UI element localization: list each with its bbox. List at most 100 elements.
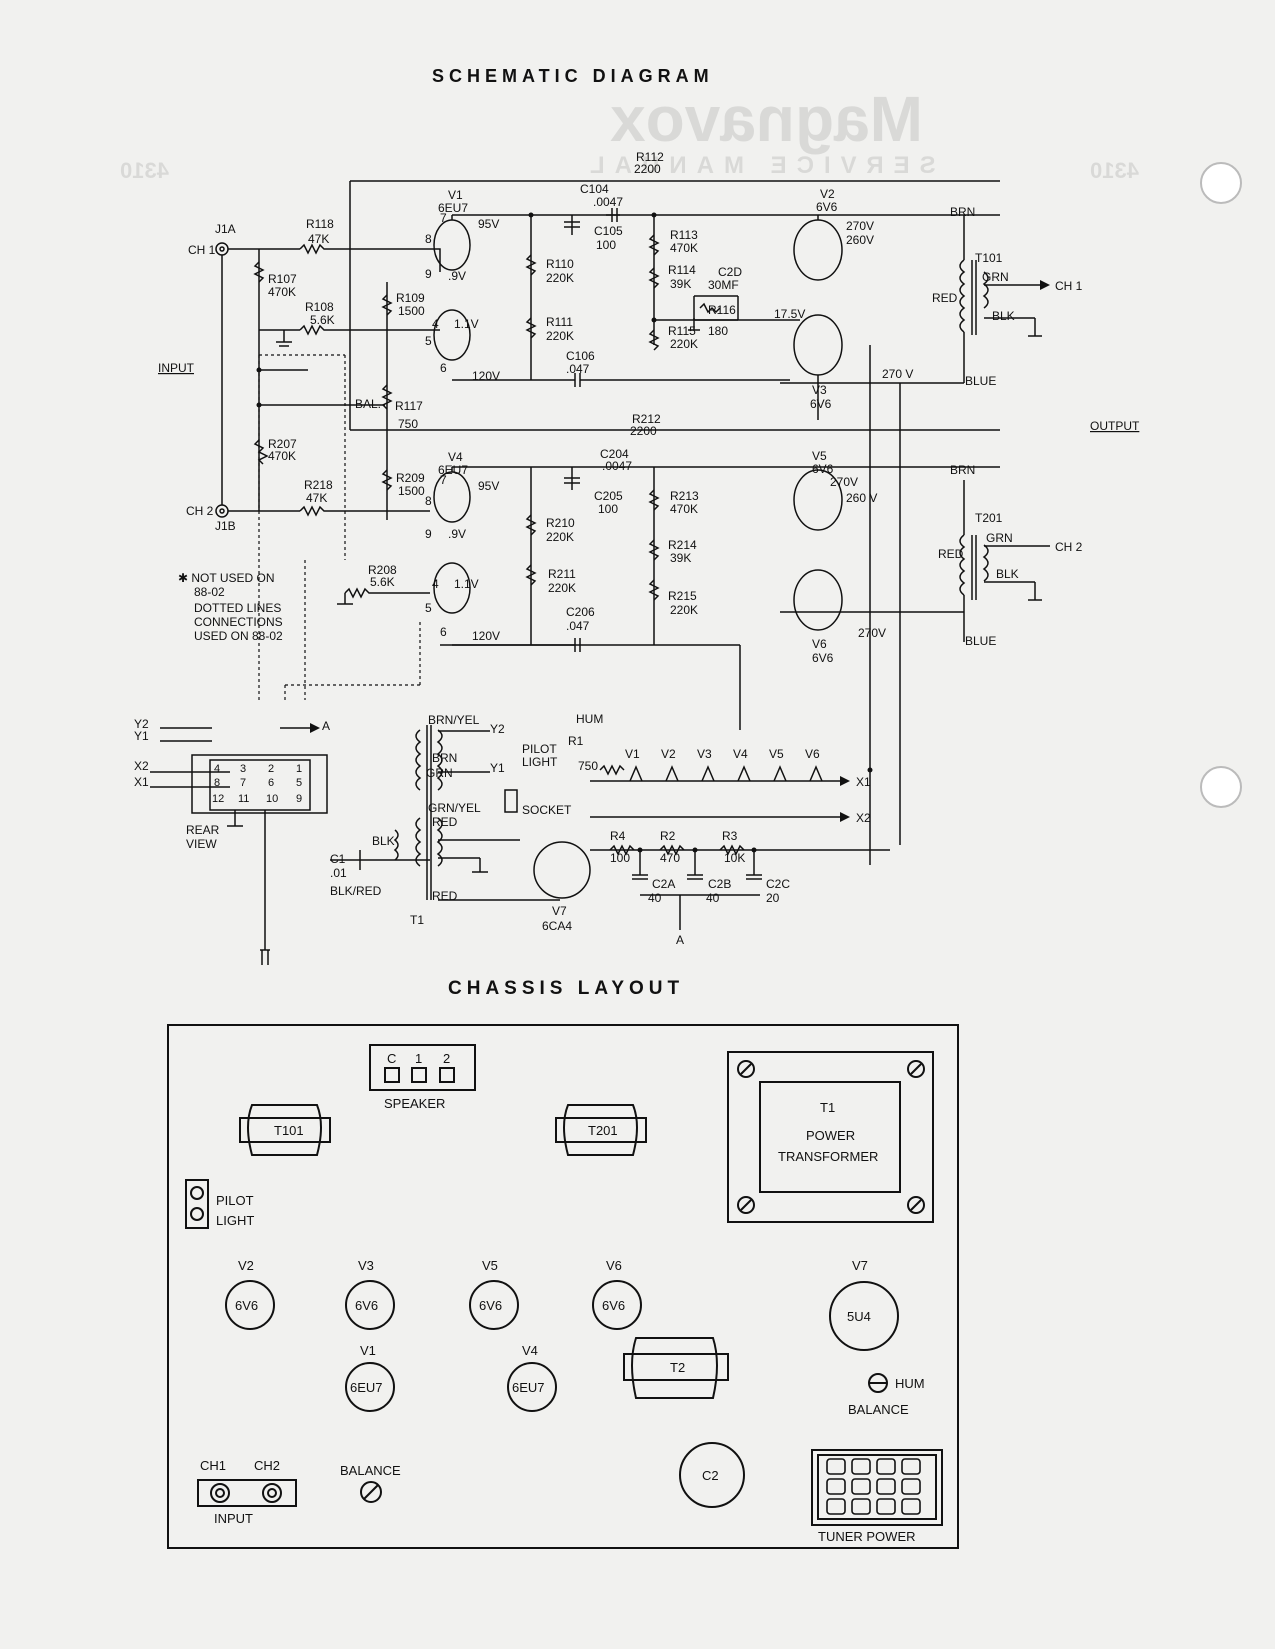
- tube-v7-label: V7: [852, 1258, 868, 1273]
- t101-blue: BLUE: [965, 374, 996, 388]
- tube-v4-type: 6EU7: [512, 1380, 545, 1395]
- tuner-power-label: TUNER POWER: [818, 1529, 916, 1544]
- socket-pin-8: 8: [214, 777, 220, 789]
- c2b-val: 40: [706, 891, 720, 905]
- tube-v6-label: V6: [606, 1258, 622, 1273]
- r207-ref: R207: [268, 437, 297, 451]
- r215-val: 220K: [670, 603, 698, 617]
- r218-val: 47K: [306, 491, 327, 505]
- t201-label: T201: [975, 511, 1003, 525]
- r117-bal: BAL.: [355, 397, 381, 411]
- r107-ref: R107: [268, 272, 297, 286]
- c205-val: 100: [598, 502, 618, 516]
- note-model1: 88-02: [194, 585, 225, 599]
- v2-label: V2: [820, 187, 835, 201]
- schematic-diagram: INPUT OUTPUT J1A CH 1 CH 2 J1B R118 47K …: [134, 150, 1140, 965]
- v5-label: V5: [812, 449, 827, 463]
- t201-ch2: CH 2: [1055, 540, 1083, 554]
- t1-red1: RED: [432, 815, 458, 829]
- pilot-label-1: PILOT: [522, 742, 557, 756]
- heater-x1: X1: [856, 775, 871, 789]
- r210-val: 220K: [546, 530, 574, 544]
- note-star: ✱ NOT USED ON: [178, 571, 275, 585]
- r209-val: 1500: [398, 484, 425, 498]
- r114-ref: R114: [668, 263, 696, 277]
- v6-type: 6V6: [812, 651, 834, 665]
- volt-11a: 1.1V: [454, 317, 479, 331]
- v4-type: 6EU7: [438, 463, 468, 477]
- t201-blk: BLK: [996, 567, 1019, 581]
- pin-8a: 8: [425, 232, 432, 246]
- socket-x2: X2: [134, 759, 149, 773]
- r213-ref: R213: [670, 489, 699, 503]
- v5-type: 6V6: [812, 462, 834, 476]
- chassis-title: CHASSIS LAYOUT: [448, 978, 685, 999]
- r215-ref: R215: [668, 589, 697, 603]
- pin-6b: 6: [440, 625, 447, 639]
- c1-ref: C1: [330, 852, 346, 866]
- r118-val: 47K: [308, 232, 329, 246]
- r214-ref: R214: [668, 538, 697, 552]
- c106-val: .047: [566, 362, 590, 376]
- heater-v4: V4: [733, 747, 748, 761]
- pin-7b: 7: [440, 473, 447, 487]
- socket-pin-3: 3: [240, 763, 246, 775]
- tube-v3-label: V3: [358, 1258, 374, 1273]
- note-dotted2: CONNECTIONS: [194, 615, 283, 629]
- v4-label: V4: [448, 450, 463, 464]
- r111-ref: R111: [546, 315, 573, 329]
- volt-270d: 270V: [858, 626, 886, 640]
- socket-pin-4: 4: [214, 763, 220, 775]
- c206-ref: C206: [566, 605, 595, 619]
- r4-ref: R4: [610, 829, 626, 843]
- r109-ref: R109: [396, 291, 425, 305]
- r208-val: 5.6K: [370, 575, 395, 589]
- t101-label: T101: [975, 251, 1003, 265]
- note-dotted1: DOTTED LINES: [194, 601, 281, 615]
- r1-val: 750: [578, 759, 598, 773]
- tube-v5-label: V5: [482, 1258, 498, 1273]
- pin-7a: 7: [440, 211, 447, 225]
- c2c-val: 20: [766, 891, 780, 905]
- hum-chassis-label: HUM: [895, 1376, 925, 1391]
- c2d-ref: C2D: [718, 265, 742, 279]
- c105-ref: C105: [594, 224, 623, 238]
- r218-ref: R218: [304, 478, 333, 492]
- v1-type: 6EU7: [438, 201, 468, 215]
- r3-ref: R3: [722, 829, 738, 843]
- heater-v2: V2: [661, 747, 676, 761]
- r210-ref: R210: [546, 516, 575, 530]
- tube-v4-label: V4: [522, 1343, 538, 1358]
- r115-val: 220K: [670, 337, 698, 351]
- r208-ref: R208: [368, 563, 397, 577]
- input-chassis-label: INPUT: [214, 1511, 253, 1526]
- label-input: INPUT: [158, 361, 195, 375]
- t1-red2: RED: [432, 889, 458, 903]
- binder-hole-top: [1200, 162, 1242, 204]
- t1-chassis-label: T1: [820, 1100, 835, 1115]
- socket-pin-1: 1: [296, 763, 302, 775]
- t2-chassis-label: T2: [670, 1360, 685, 1375]
- volt-9a: .9V: [448, 269, 466, 283]
- t101-chassis-label: T101: [274, 1123, 304, 1138]
- volt-260a: 260V: [846, 233, 874, 247]
- r1-ref: R1: [568, 734, 584, 748]
- tube-v3-type: 6V6: [355, 1298, 378, 1313]
- t201-red: RED: [938, 547, 964, 561]
- r110-val: 220K: [546, 271, 574, 285]
- t101-grn: GRN: [982, 270, 1009, 284]
- c2c-ref: C2C: [766, 877, 790, 891]
- v3-type: 6V6: [810, 397, 832, 411]
- v2-type: 6V6: [816, 200, 838, 214]
- heater-v6: V6: [805, 747, 820, 761]
- pin-4b: 4: [432, 577, 439, 591]
- v1-label: V1: [448, 188, 463, 202]
- volt-11b: 1.1V: [454, 577, 479, 591]
- r211-ref: R211: [548, 567, 576, 581]
- socket-rear: REAR: [186, 823, 220, 837]
- t1-grn-yel: GRN/YEL: [428, 801, 481, 815]
- v7-type: 6CA4: [542, 919, 572, 933]
- tube-v2-label: V2: [238, 1258, 254, 1273]
- speaker-c: C: [387, 1051, 396, 1066]
- t101-red: RED: [932, 291, 958, 305]
